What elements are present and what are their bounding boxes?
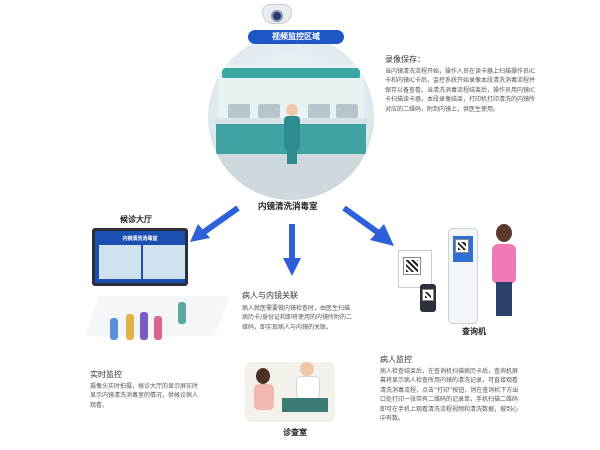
nurse-legs <box>287 148 297 164</box>
kiosk-label: 查询机 <box>462 327 486 336</box>
qr-code-icon <box>403 257 421 275</box>
realtime-monitor-title: 实时监控 <box>90 370 122 379</box>
screen-pane-right <box>143 245 185 279</box>
sink-icon <box>228 104 250 118</box>
hall-screen-title: 内镜清洗消毒室 <box>122 236 158 242</box>
hall-display-screen: 内镜清洗消毒室 <box>92 228 188 286</box>
patient-monitor-title: 病人监控 <box>380 355 412 364</box>
arrow-to-clinic <box>283 224 301 276</box>
patient-link-title: 病人与内镜关联 <box>242 291 298 300</box>
screen-pane-left <box>99 245 141 279</box>
camera-lens-icon <box>271 10 283 22</box>
disinfection-room-illustration <box>208 34 374 200</box>
patient-figure <box>140 312 148 340</box>
patient-figure <box>110 318 118 340</box>
realtime-monitor-body: 摄像头实时拍摄，候诊大厅的显示屏实时显示内镜清洗消毒室的情况，供候诊病人观看。 <box>90 383 199 409</box>
nurse-head <box>286 104 298 116</box>
visitor-head <box>496 224 512 242</box>
clinic-label: 诊查室 <box>283 428 307 437</box>
camera-zone-badge: 视频监控区域 <box>248 30 344 44</box>
visitor-legs <box>496 282 512 316</box>
sink-icon <box>308 104 330 118</box>
patient-link-body: 病人就医需要做内镜检查时，由医生扫描病历卡/身份证和即将使用的内镜所附的二维码，… <box>242 305 353 331</box>
arrow-to-waiting-hall <box>190 205 240 242</box>
sink-icon <box>336 104 358 118</box>
phone-qr-code-icon <box>422 289 434 301</box>
arrow-to-kiosk <box>342 205 394 246</box>
recording-body: 当内镜清洗流程开始，操作人员在读卡器上扫描操作员IC卡和内镜IC卡后，监控系统开… <box>385 68 536 113</box>
waiting-hall-label: 候诊大厅 <box>120 215 152 224</box>
nurse-figure <box>284 116 300 150</box>
patient-head <box>256 368 270 384</box>
patient-figure <box>126 314 134 340</box>
kiosk-qr-code-icon <box>455 239 469 253</box>
patient-figure <box>178 302 186 324</box>
doctor-head <box>300 362 314 376</box>
patient-monitor-body: 病人检查结束后，在查询机扫描病历卡后，查询机屏幕将显示病人检查所用内镜的清洗记录… <box>380 368 519 423</box>
desk <box>282 398 328 412</box>
patient-figure <box>154 316 162 340</box>
recording-title: 录像保存： <box>385 55 425 64</box>
sink-icon <box>258 104 280 118</box>
center-room-label: 内镜清洗消毒室 <box>258 202 318 212</box>
visitor-figure <box>492 244 516 284</box>
doctor-figure <box>296 376 320 400</box>
seated-patient <box>254 384 274 410</box>
wall-shelf <box>222 68 360 78</box>
